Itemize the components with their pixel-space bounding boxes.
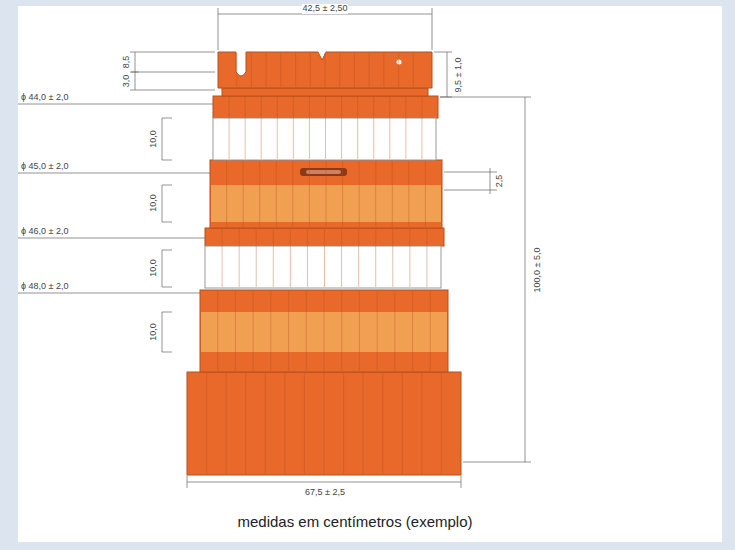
vertical-dimension: 3,0 [122, 74, 132, 89]
barrel-rib [236, 53, 237, 87]
barrel-rib [325, 53, 326, 87]
barrel-rib [375, 229, 376, 287]
barrel-rib [309, 97, 310, 159]
barrel-rib [430, 291, 431, 371]
barrel-rib [359, 291, 360, 371]
barrel-rib [408, 161, 409, 227]
barrel-rib [413, 53, 414, 87]
vertical-dimension: 9,5 ± 1,0 [453, 57, 463, 94]
barrel-rib [306, 291, 307, 371]
barrel-rib [341, 291, 342, 371]
barrel-rib [251, 53, 252, 87]
barrel-rib [309, 161, 310, 227]
barrel-rib [342, 161, 343, 227]
barrel-rib [369, 53, 370, 87]
barrel-rib [245, 97, 246, 159]
barrel-rib [326, 161, 327, 227]
barrel-rib [383, 53, 384, 87]
barrel-rib [253, 291, 254, 371]
barrel-rib [377, 291, 378, 371]
barrel-rib [226, 161, 227, 227]
barrel-rib [409, 229, 410, 287]
barrel-rib [341, 97, 342, 159]
barrel-rib [307, 229, 308, 287]
vertical-dimension: 10,0 [149, 193, 159, 213]
barrel-rib [266, 53, 267, 87]
barrel-rib [284, 373, 285, 474]
dimension-label: ϕ 45,0 ± 2,0 [20, 162, 70, 172]
barrel-rib [425, 161, 426, 227]
barrel-rib [358, 229, 359, 287]
barrel-rib [293, 97, 294, 159]
barrel-rib [421, 373, 422, 474]
barrel-rib [265, 373, 266, 474]
dimension-label: ϕ 44,0 ± 2,0 [20, 93, 70, 103]
barrel-rib [389, 97, 390, 159]
caption: medidas em centímetros (exemplo) [237, 513, 472, 531]
dimension-label: ϕ 48,0 ± 2,0 [20, 282, 70, 292]
barrel-rib [261, 97, 262, 159]
barrel-rib [325, 97, 326, 159]
barrel-rib [292, 161, 293, 227]
barrel-rib [324, 373, 325, 474]
barrel-rib [359, 161, 360, 227]
barrel-rib [295, 53, 296, 87]
vertical-dimension: 8,5 [122, 55, 132, 70]
barrel-rib [280, 53, 281, 87]
barrel-rib [273, 229, 274, 287]
barrel-rib [277, 97, 278, 159]
barrel-rib [421, 97, 422, 159]
barrel-rib [276, 161, 277, 227]
barrel-rib [341, 229, 342, 287]
vertical-dimension: 10,0 [149, 322, 159, 342]
barrel-rib [235, 291, 236, 371]
barrel-rib [394, 291, 395, 371]
barrel-rib [405, 97, 406, 159]
dimension-label: ϕ 46,0 ± 2,0 [20, 227, 70, 237]
barrel-rib [256, 229, 257, 287]
barrel-rib [402, 373, 403, 474]
barrel-rib [270, 291, 271, 371]
vertical-dimension: 10,0 [149, 258, 159, 278]
barrel-rib [290, 229, 291, 287]
barrel-rib [259, 161, 260, 227]
dimension-label: 42,5 ± 2,50 [302, 4, 349, 14]
vertical-dimension: 2,5 [495, 174, 505, 189]
barrel-rib [354, 53, 355, 87]
barrel-rib [245, 373, 246, 474]
barrel-rib [426, 229, 427, 287]
barrel-rib [441, 373, 442, 474]
barrel-rib [217, 291, 218, 371]
barrel-rib [226, 373, 227, 474]
barrel-rib [382, 373, 383, 474]
barrel-rib [392, 161, 393, 227]
dimension-label: 67,5 ± 2,5 [304, 488, 346, 498]
barrel-rib [310, 53, 311, 87]
barrel-rib [304, 373, 305, 474]
barrel-rib [324, 291, 325, 371]
barrel-rib [339, 53, 340, 87]
barrel-rib [229, 97, 230, 159]
barrel-rib [392, 229, 393, 287]
barrel-rib [412, 291, 413, 371]
vertical-dimension: 10,0 [149, 129, 159, 149]
vertical-dimension: 100,0 ± 5,0 [532, 247, 542, 294]
barrel-rib [398, 53, 399, 87]
barrel-rib [222, 229, 223, 287]
barrel-rib [243, 161, 244, 227]
barrel-rib [324, 229, 325, 287]
barrel-rib [288, 291, 289, 371]
barrel-rib [363, 373, 364, 474]
barrel-rib [343, 373, 344, 474]
barrel-rib [375, 161, 376, 227]
barrel-rib [206, 373, 207, 474]
barrel-rib [357, 97, 358, 159]
barrel-rib [373, 97, 374, 159]
barrel-rib [239, 229, 240, 287]
